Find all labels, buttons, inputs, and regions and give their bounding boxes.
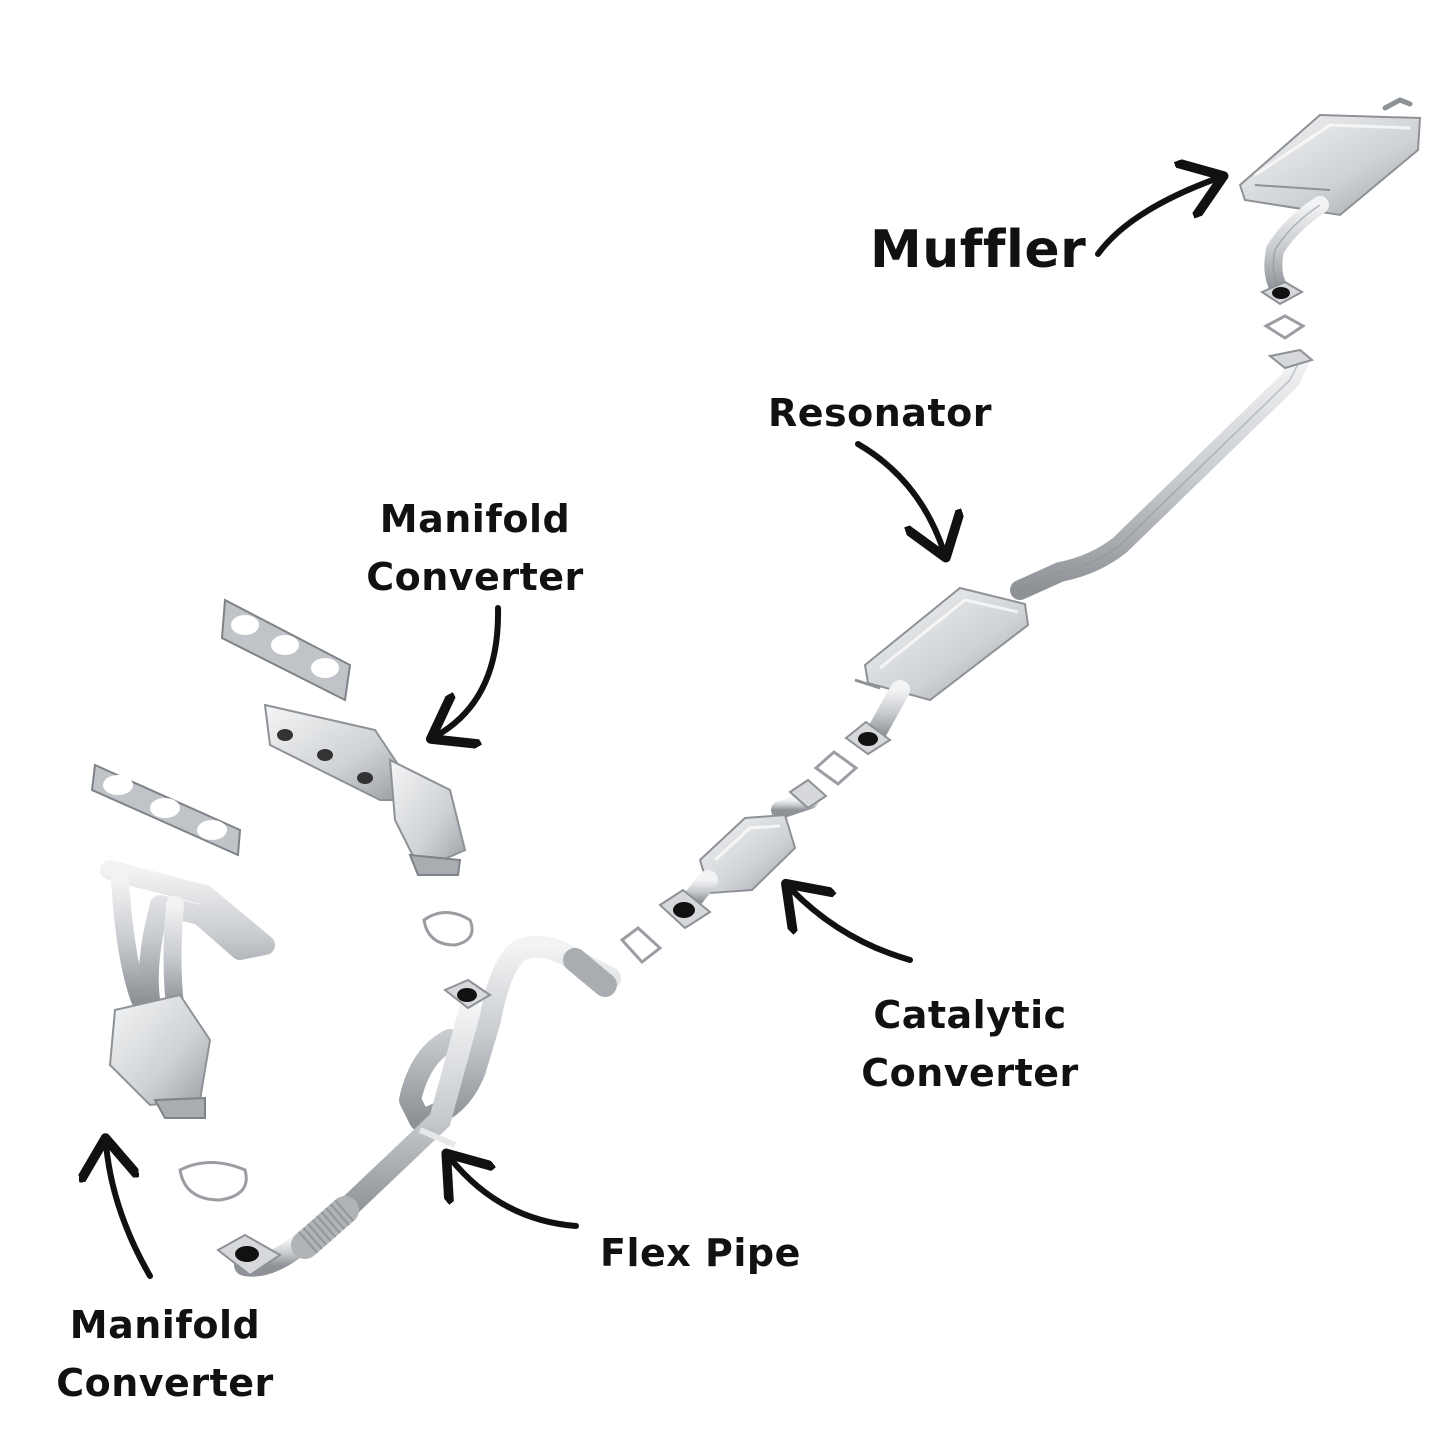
label-line: Converter xyxy=(366,555,584,599)
flex-pipe-arrow-icon xyxy=(450,1158,579,1229)
resonator-flange xyxy=(844,720,892,756)
muffler-flange xyxy=(1259,280,1305,306)
label-line: Catalytic xyxy=(873,993,1067,1037)
manifold-upper-arrow-icon xyxy=(436,605,502,736)
muffler-arrow-icon xyxy=(1095,178,1218,257)
lower-manifold-gasket-outlet xyxy=(178,1161,248,1202)
catalytic-inlet-flange xyxy=(658,888,712,930)
label-flex-pipe-text: Flex Pipe xyxy=(600,1231,801,1275)
upper-manifold-gasket-outlet xyxy=(422,911,474,947)
label-muffler-text: Muffler xyxy=(870,220,1087,280)
front-pipe-part xyxy=(234,935,621,1277)
upper-manifold-part xyxy=(263,703,467,876)
label-line: Converter xyxy=(56,1361,274,1405)
manifold-lower-arrow-icon xyxy=(106,1144,153,1279)
resonator-gasket xyxy=(813,750,859,786)
resonator-arrow-icon xyxy=(855,441,944,552)
catalytic-arrow-icon xyxy=(790,888,913,963)
catalytic-converter-part xyxy=(680,778,828,912)
front-pipe-flange xyxy=(216,1233,282,1277)
label-line: Manifold xyxy=(69,1303,261,1347)
catalytic-gasket xyxy=(619,926,663,965)
label-catalytic-converter: Catalytic Converter xyxy=(850,986,1090,1102)
label-line: Converter xyxy=(861,1051,1079,1095)
resonator-part xyxy=(854,586,1030,745)
label-manifold-converter-lower: Manifold Converter xyxy=(45,1296,285,1412)
label-resonator: Resonator xyxy=(768,384,992,442)
muffler-gasket xyxy=(1263,314,1306,340)
flex-section xyxy=(291,1196,359,1259)
label-flex-pipe: Flex Pipe xyxy=(600,1224,801,1282)
resonator-pipe xyxy=(1010,348,1315,600)
label-line: Manifold xyxy=(379,497,571,541)
muffler-part xyxy=(1238,97,1422,299)
lower-manifold-part xyxy=(100,860,275,1119)
upper-manifold-gasket xyxy=(220,598,352,702)
label-manifold-converter-upper: Manifold Converter xyxy=(355,490,595,606)
lower-manifold-gasket xyxy=(90,763,242,857)
label-resonator-text: Resonator xyxy=(768,391,992,435)
label-muffler: Muffler xyxy=(870,215,1086,285)
